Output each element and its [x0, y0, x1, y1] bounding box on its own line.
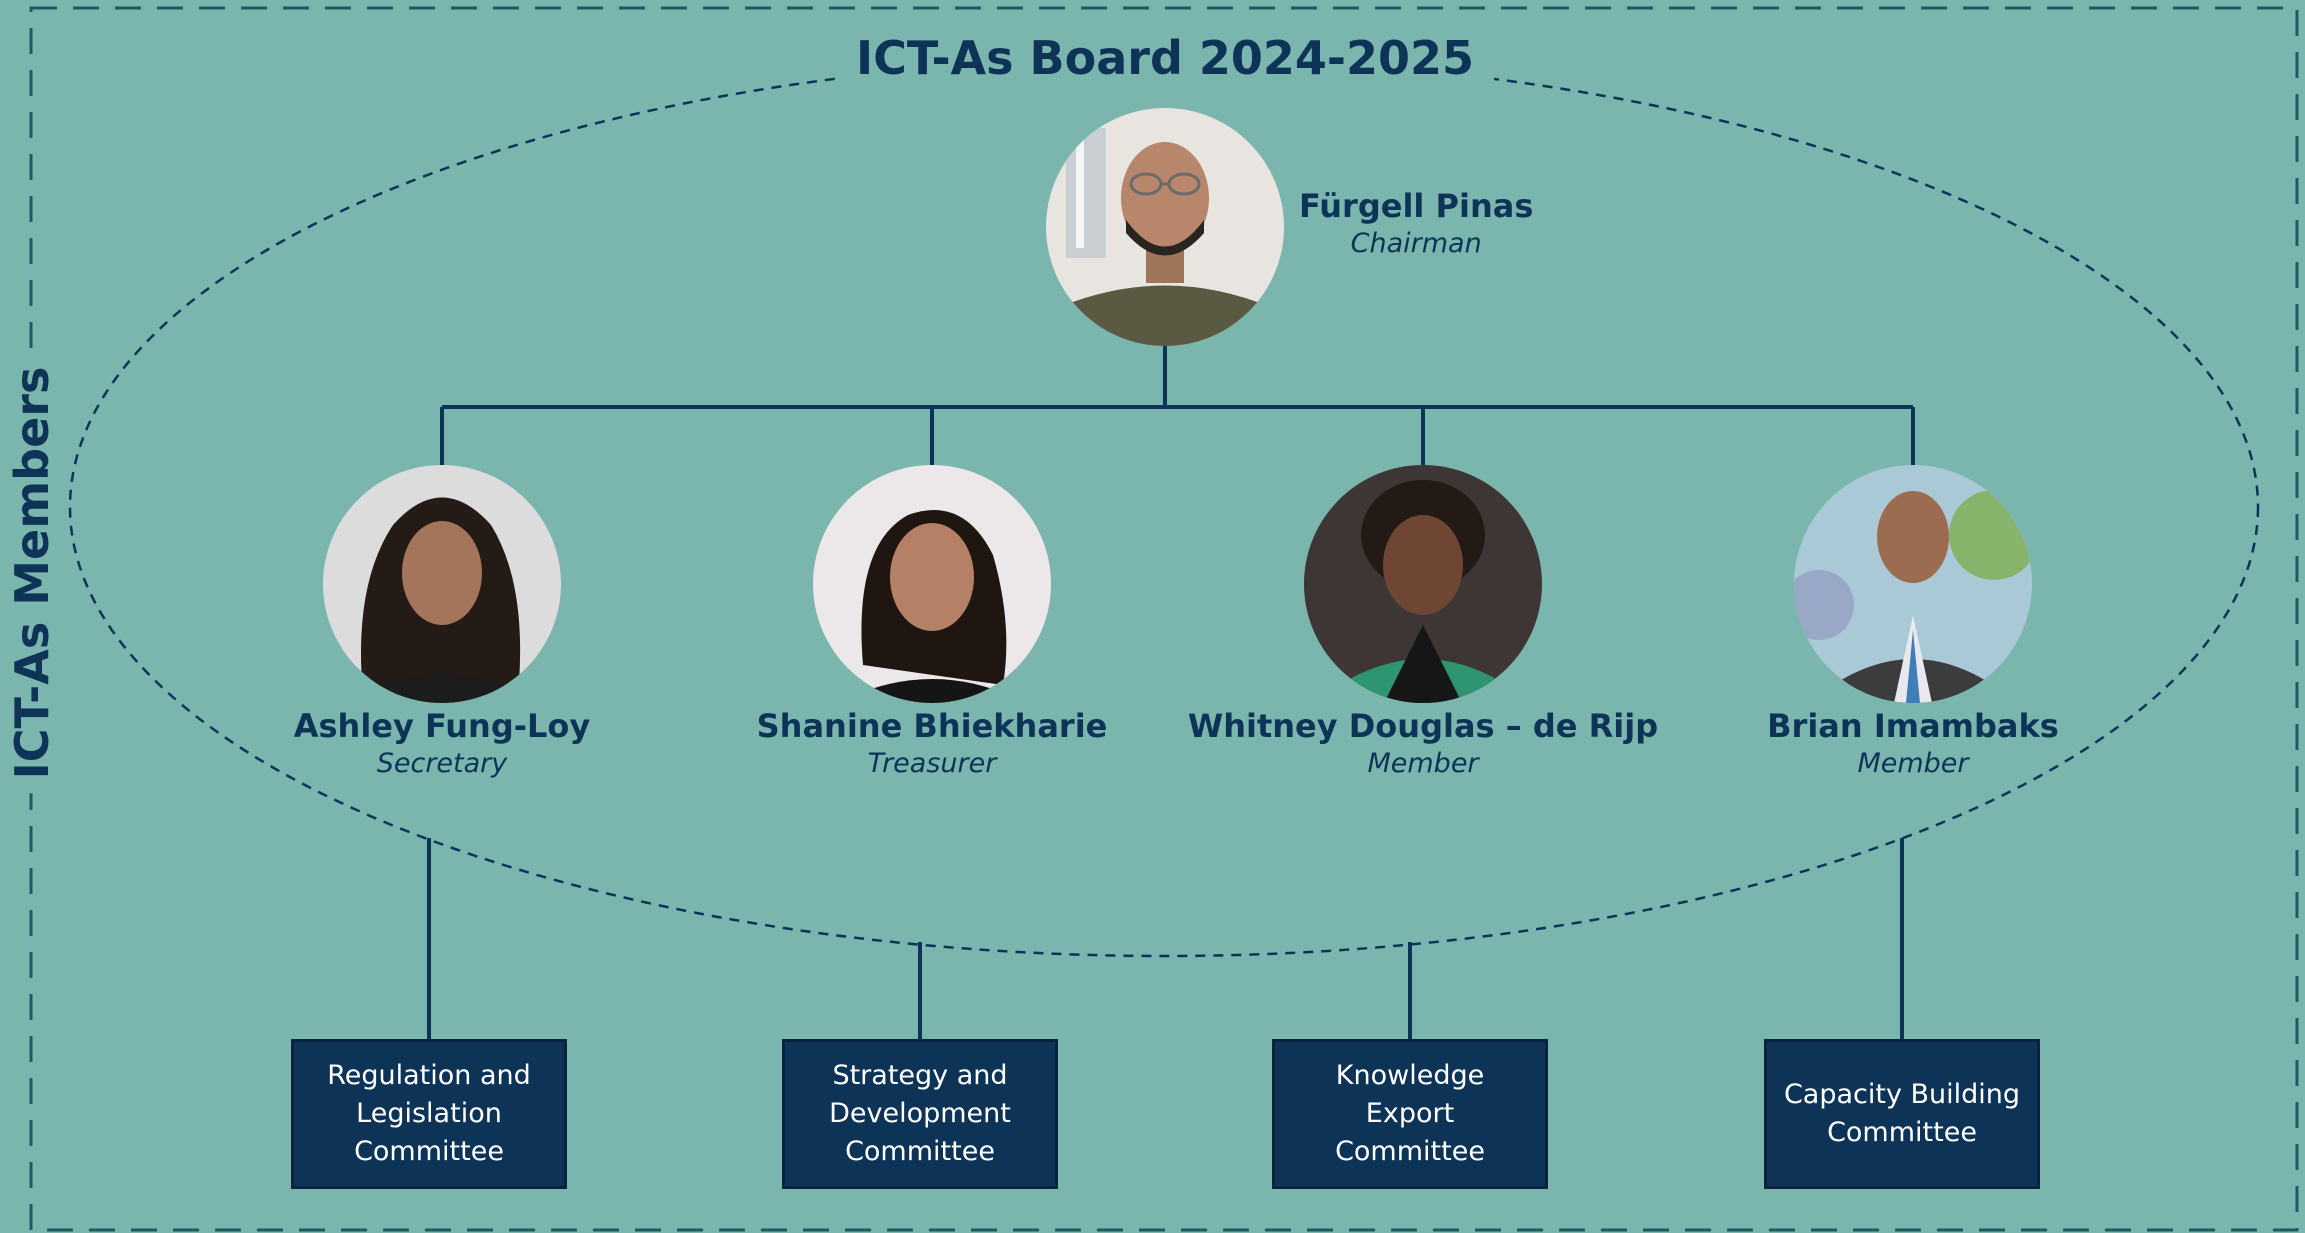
officer-role: Member: [1857, 748, 1969, 779]
chairman-card: Fürgell Pinas Chairman: [1299, 186, 1533, 262]
officer-photo-1: [323, 465, 561, 703]
officer-role: Treasurer: [867, 748, 997, 779]
officer-card-2: Shanine Bhiekharie Treasurer: [757, 706, 1108, 782]
officer-card-4: Brian Imambaks Member: [1767, 706, 2059, 782]
board-ellipse: [68, 56, 2260, 958]
officer-role: Member: [1367, 748, 1479, 779]
chairman-name: Fürgell Pinas: [1299, 187, 1534, 225]
officer-name: Whitney Douglas – de Rijp: [1187, 707, 1659, 745]
officer-photo-3: [1304, 465, 1542, 703]
officer-name: Brian Imambaks: [1767, 707, 2059, 745]
chairman-role: Chairman: [1350, 228, 1482, 259]
committee-box-knowledge: Knowledge Export Committee: [1272, 1039, 1548, 1189]
officer-name: Ashley Fung-Loy: [293, 707, 591, 745]
committee-box-strategy: Strategy and Development Committee: [782, 1039, 1058, 1189]
committee-box-regulation: Regulation and Legislation Committee: [291, 1039, 567, 1189]
officer-card-3: Whitney Douglas – de Rijp Member: [1188, 706, 1658, 782]
committee-box-capacity: Capacity Building Committee: [1764, 1039, 2040, 1189]
officer-name: Shanine Bhiekharie: [756, 707, 1108, 745]
members-label: ICT-As Members: [5, 352, 59, 794]
officer-card-1: Ashley Fung-Loy Secretary: [294, 706, 591, 782]
officer-photo-4: [1794, 465, 2032, 703]
officer-role: Secretary: [376, 748, 508, 779]
chairman-photo: [1046, 108, 1284, 346]
board-title: ICT-As Board 2024-2025: [835, 31, 1495, 85]
officer-photo-2: [813, 465, 1051, 703]
